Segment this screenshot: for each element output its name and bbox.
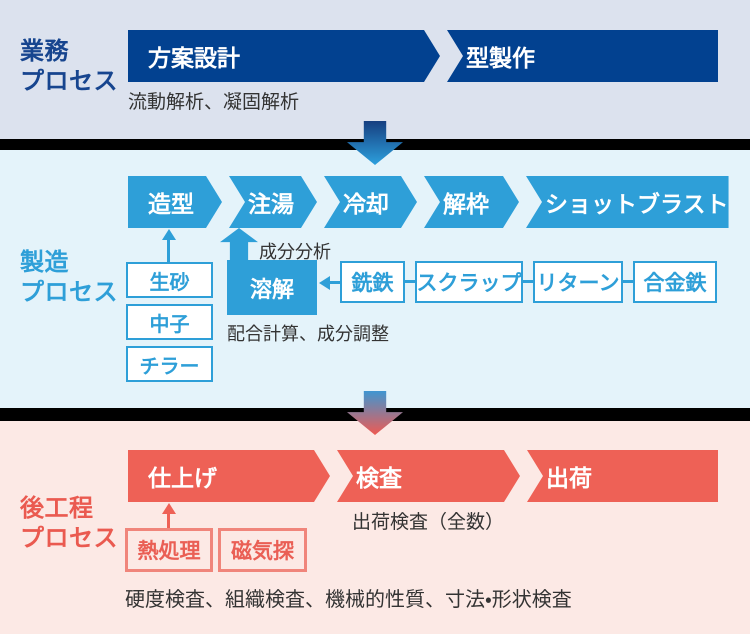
- mixing-calculation-note: 配合計算、成分調整: [227, 324, 389, 344]
- box-heat-treatment: 熱処理: [125, 528, 213, 572]
- post-process-bar: 仕上げ 検査 出荷: [128, 450, 718, 502]
- arrow-materials-to-melting-line: [328, 281, 340, 284]
- manufacturing-process-label-line1: 製造: [20, 249, 69, 276]
- step-inspection: 検査: [337, 450, 520, 502]
- step-shakeout: 解枠: [424, 176, 519, 228]
- connector-line: [623, 280, 633, 283]
- box-magnetic-test: 磁気探: [218, 528, 307, 572]
- step-pouring: 注湯: [229, 176, 317, 228]
- box-alloy-iron: 合金鉄: [633, 261, 717, 303]
- manufacturing-process-label-line2: プロセス: [20, 279, 118, 306]
- box-core: 中子: [126, 304, 213, 340]
- post-process-label-line2: プロセス: [20, 525, 118, 552]
- arrow-materials-to-melting-icon: [319, 276, 330, 290]
- component-analysis-note: 成分分析: [259, 242, 331, 262]
- step-cooling: 冷却: [324, 176, 417, 228]
- step-shipping: 出荷: [527, 450, 718, 502]
- step-shot-blast: ショットブラスト: [526, 176, 729, 228]
- arrow-treatment-to-finishing-line: [167, 512, 170, 528]
- step-plan-design: 方案設計: [128, 30, 440, 82]
- box-chiller: チラー: [126, 346, 213, 382]
- box-green-sand: 生砂: [126, 262, 213, 298]
- box-melting: 溶解: [227, 260, 317, 315]
- business-process-label: 業務 プロセス: [20, 37, 118, 97]
- box-pig-iron: 銑鉄: [340, 261, 405, 303]
- shipping-inspection-note: 出荷検査（全数）: [352, 512, 505, 533]
- business-process-label-line2: プロセス: [20, 68, 118, 95]
- arrow-sand-to-molding-icon: [162, 229, 176, 240]
- manufacturing-process-label: 製造 プロセス: [20, 248, 118, 308]
- flow-solidification-analysis-note: 流動解析、凝固解析: [128, 92, 300, 113]
- manufacturing-process-bar: 造型 注湯 冷却 解枠 ショットブラスト: [128, 176, 729, 228]
- post-process-label-line1: 後工程: [20, 495, 94, 522]
- step-mold-making: 型製作: [447, 30, 718, 82]
- final-inspection-note: 硬度検査、組織検査、機械的性質、寸法・形状検査: [125, 589, 572, 611]
- box-scrap: スクラップ: [415, 261, 523, 303]
- business-process-label-line1: 業務: [20, 38, 69, 65]
- step-molding: 造型: [128, 176, 222, 228]
- arrow-treatment-to-finishing-icon: [162, 503, 176, 514]
- connector-line: [523, 280, 533, 283]
- arrow-sand-to-molding-line: [167, 238, 170, 262]
- business-process-bar: 方案設計 型製作: [128, 30, 718, 82]
- step-finishing: 仕上げ: [128, 450, 330, 502]
- box-return: リターン: [533, 261, 623, 303]
- connector-line: [405, 280, 415, 283]
- post-process-label: 後工程 プロセス: [20, 494, 118, 554]
